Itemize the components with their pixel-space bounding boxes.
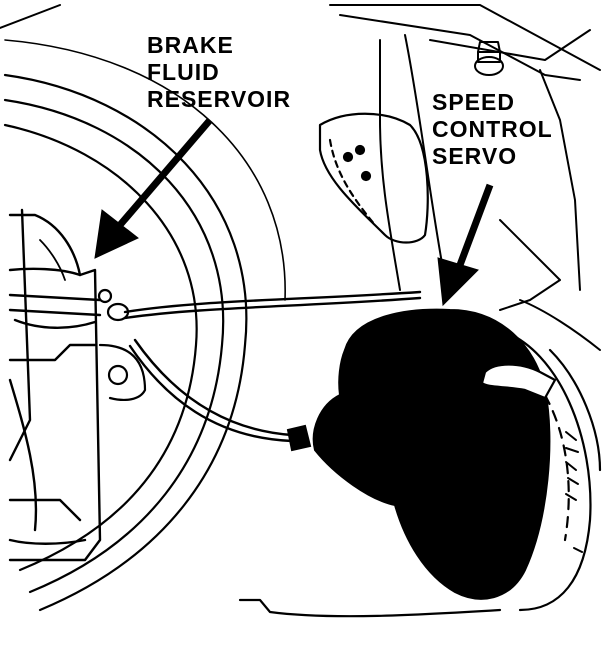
servo-cable [123,290,422,443]
brake-fluid-reservoir-body [8,208,102,562]
reservoir-fitting [97,288,147,401]
servo-arrow-shaft [456,183,494,267]
speed-control-servo-label: SPEED CONTROL SERVO [432,89,553,170]
mounting-bracket [318,112,429,244]
brake-reservoir-arrow-shaft [117,117,213,228]
cable-end-fitting [286,424,312,452]
brake-reservoir-arrow-head [94,209,139,259]
brake-fluid-reservoir-label-line: FLUID [147,59,220,85]
speed-control-servo-body [312,308,551,600]
wheel-housing-arcs [3,39,286,612]
speed-control-servo-label-line: CONTROL [432,116,553,142]
brake-fluid-reservoir-label-line: BRAKE [147,32,234,58]
drum-markings [565,431,583,553]
servo-arrow-head [437,257,479,307]
speed-control-servo-label-line: SERVO [432,143,518,169]
brake-fluid-reservoir-label: BRAKE FLUID RESERVOIR [147,32,291,113]
servo-hose-nipple [480,363,557,400]
leader-arrows [94,117,494,307]
speed-control-servo-label-line: SPEED [432,89,515,115]
brake-fluid-reservoir-label-line: RESERVOIR [147,86,292,112]
top-bolt [474,41,504,76]
